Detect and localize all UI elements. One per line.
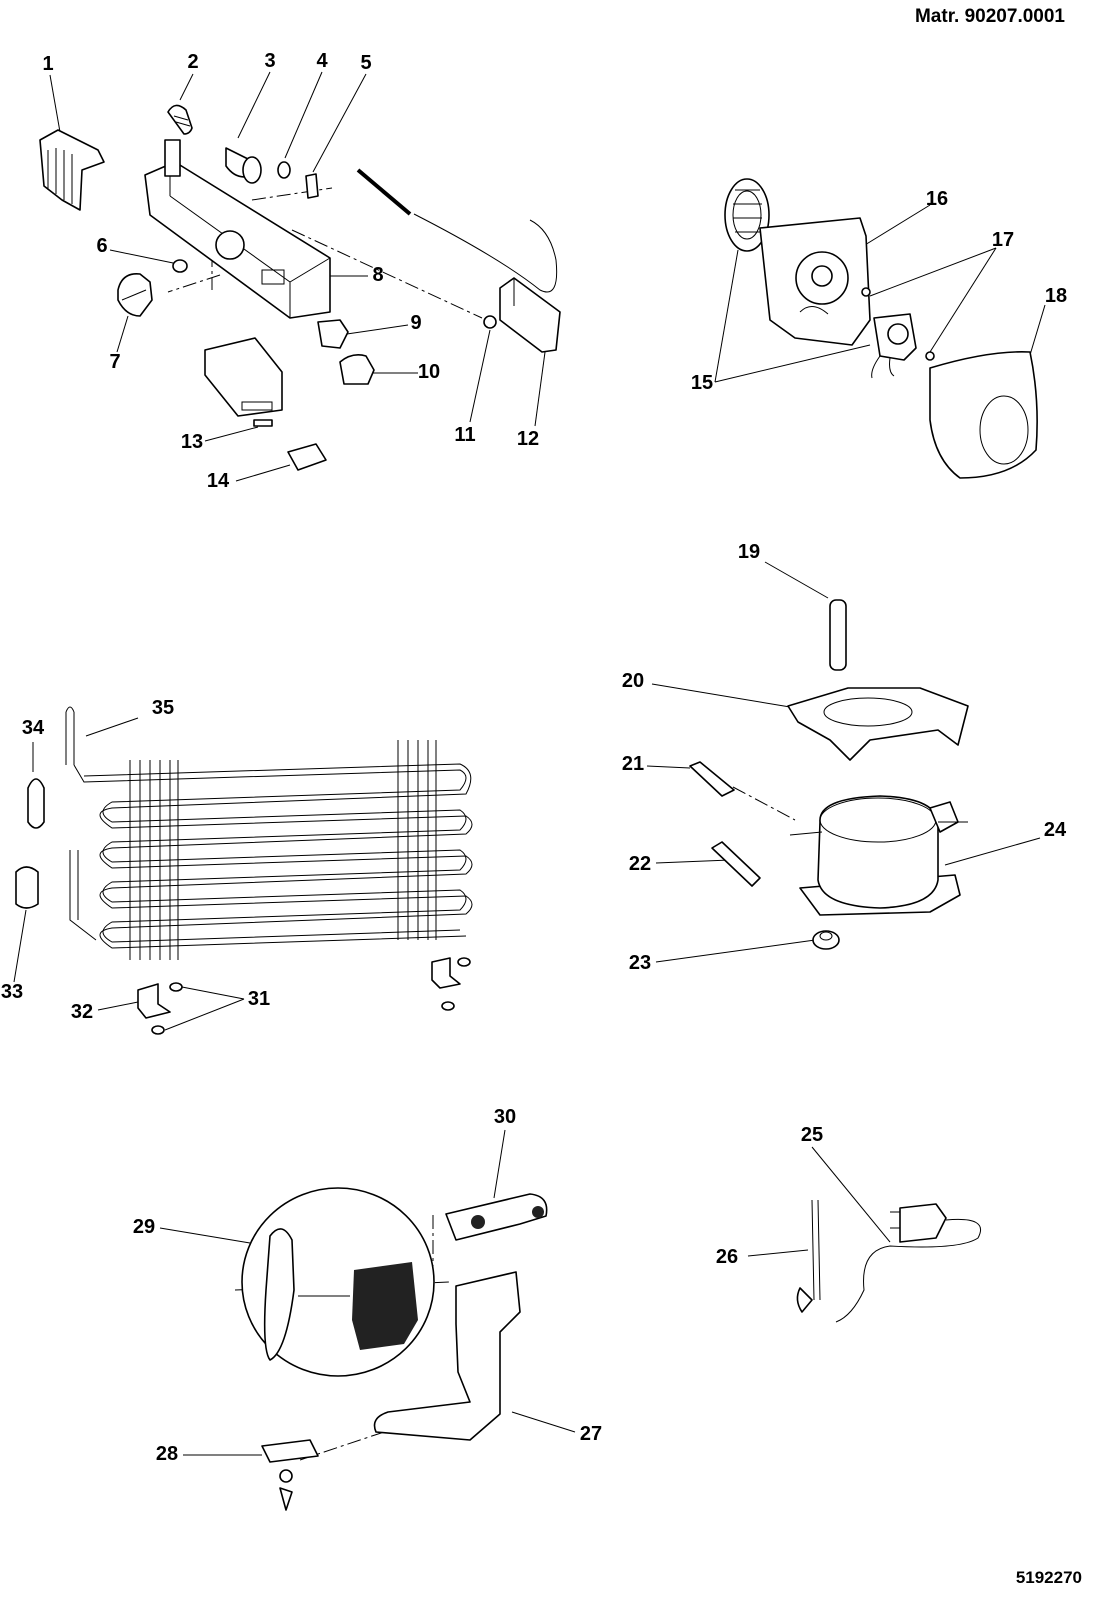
callout-31: 31 [247, 988, 271, 1010]
callout-18: 18 [1044, 285, 1068, 307]
part-35-condenser [65, 706, 473, 960]
part-10-lamp-cover [339, 354, 375, 385]
callout-26: 26 [715, 1246, 739, 1268]
callout-10: 10 [417, 361, 441, 383]
part-5-spring-clip [305, 173, 319, 199]
callout-34: 34 [21, 717, 45, 739]
part-15-fan-blade [724, 178, 770, 252]
callout-2: 2 [187, 51, 199, 73]
part-9-switch [317, 319, 349, 349]
callout-29: 29 [132, 1216, 156, 1238]
callout-12: 12 [516, 428, 540, 450]
part-3-lamp-holder [225, 147, 262, 184]
condenser-wires-right [397, 740, 437, 940]
callout-32: 32 [70, 1001, 94, 1023]
lamp-diffuser [204, 337, 283, 417]
callout-13: 13 [180, 431, 204, 453]
part-26-wire [796, 1199, 821, 1313]
part-17-screws [861, 287, 935, 361]
part-12-thermostat [356, 168, 561, 353]
callout-22: 22 [628, 853, 652, 875]
callout-1: 1 [42, 53, 54, 75]
material-number: Matr. 90207.0001 [914, 6, 1065, 27]
part-25-power-cord [835, 1203, 981, 1323]
callout-33: 33 [0, 981, 24, 1003]
callout-21: 21 [621, 753, 645, 775]
part-4-ring [277, 161, 291, 179]
fan-motor [871, 313, 917, 379]
part-34-filter [27, 778, 45, 829]
callout-3: 3 [264, 50, 276, 72]
callout-30: 30 [493, 1106, 517, 1128]
part-13-tab [253, 419, 273, 427]
document-number: 5192270 [1015, 1568, 1082, 1587]
part-6-cap [172, 259, 188, 273]
part-22-bracket [711, 841, 761, 887]
part-28-clamp [261, 1439, 319, 1511]
part-24-compressor [789, 795, 968, 916]
part-18-cover [929, 351, 1038, 479]
callout-11: 11 [454, 424, 476, 446]
part-29-relay-detail [241, 1187, 435, 1377]
callout-5: 5 [360, 52, 372, 74]
callout-8: 8 [372, 264, 384, 286]
callout-15: 15 [690, 372, 714, 394]
callout-27: 27 [579, 1423, 603, 1445]
callout-9: 9 [410, 312, 422, 334]
part-32-clip [137, 957, 461, 1019]
callout-6: 6 [96, 235, 108, 257]
part-2-bulb [167, 104, 193, 135]
part-8-housing [144, 139, 331, 319]
part-19-tube [829, 599, 847, 671]
leader-lines [13, 71, 1046, 1456]
condenser-wires-left [129, 760, 179, 960]
callout-20: 20 [621, 670, 645, 692]
callout-35: 35 [151, 697, 175, 719]
callout-14: 14 [206, 470, 230, 492]
callout-4: 4 [316, 50, 328, 72]
callout-7: 7 [109, 351, 121, 373]
callout-23: 23 [628, 952, 652, 974]
part-33-sleeve [15, 866, 39, 909]
callout-16: 16 [925, 188, 949, 210]
part-16-fan-housing [759, 217, 871, 346]
callout-19: 19 [737, 541, 761, 563]
part-21-tube [689, 761, 735, 797]
part-20-bracket [787, 687, 969, 761]
callout-24: 24 [1043, 819, 1067, 841]
callout-28: 28 [155, 1443, 179, 1465]
condenser-coils [73, 763, 473, 949]
part-1-clip [39, 129, 105, 211]
part-7-knob [117, 273, 153, 317]
callout-17: 17 [991, 229, 1015, 251]
part-14-connector [287, 443, 327, 471]
part-11-nut [483, 315, 497, 329]
callout-25: 25 [800, 1124, 824, 1146]
part-30-relay-cover [445, 1193, 548, 1241]
part-31-washers [151, 957, 471, 1035]
part-27-bracket [373, 1271, 521, 1441]
part-23-grommet [812, 930, 840, 950]
